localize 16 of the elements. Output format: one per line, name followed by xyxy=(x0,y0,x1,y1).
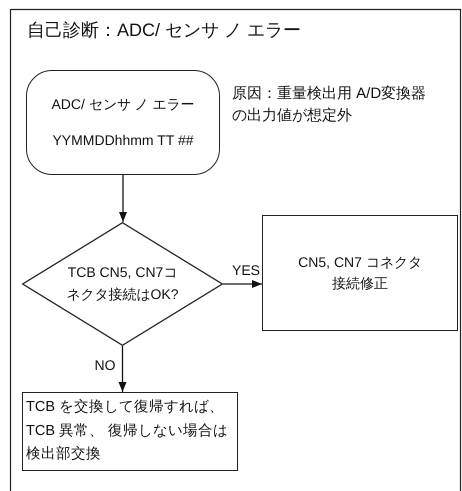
error-name: ADC/ センサ ノ エラー xyxy=(51,95,195,114)
title: 自己診断：ADC/ センサ ノ エラー xyxy=(27,19,302,42)
process-box xyxy=(262,215,458,331)
cause-note: 原因：重量検出用 A/D変換器の出力値が想定外 xyxy=(232,84,427,126)
arrow xyxy=(118,346,126,392)
edge-label: NO xyxy=(94,357,116,373)
node-text: CN5, CN7 コネクタ接続修正 xyxy=(297,253,423,293)
node-text: TCB CN5, CN7コネクタ接続はOK? xyxy=(66,263,178,304)
start-box xyxy=(26,70,220,175)
node-text: TCB を交換して復帰すれば、 TCB 異常、 復帰しない場合は検出部交換 xyxy=(26,398,230,464)
arrow xyxy=(119,175,127,222)
arrow xyxy=(223,280,262,288)
process-box xyxy=(22,392,238,471)
error-code: YYMMDDhhmm TT ## xyxy=(52,131,194,150)
decision-diamond xyxy=(22,222,223,346)
edge-label: YES xyxy=(231,262,262,278)
